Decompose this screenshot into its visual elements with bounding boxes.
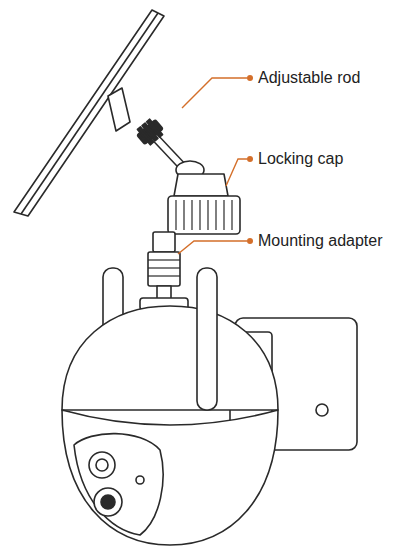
lens-panel [74,434,163,535]
part-label: Mounting adapter [258,231,383,251]
solar-panel [14,10,164,216]
leader-lines [178,78,247,254]
adapter-top [153,232,175,252]
camera-head [62,410,278,545]
adapter-thread [148,252,180,286]
adapter-thread-lines [148,260,180,276]
leader-dots [247,75,253,244]
part-label: Adjustable rod [258,68,360,88]
leader-dot [247,75,253,81]
leader-line [178,241,247,254]
leader-line [226,159,247,186]
lens [94,488,122,516]
cap-neck [174,174,228,196]
cap-ridges [176,200,232,230]
locking-cap [168,196,240,234]
lens-inner [101,495,115,509]
leader-dot [247,238,253,244]
rod-knob [134,117,165,148]
camera-dome [62,306,278,410]
panel-bracket [108,88,130,131]
sensor [136,476,144,484]
mount-screw [316,404,328,416]
leader-line [182,78,247,108]
light-inner [96,459,108,471]
light [89,452,115,478]
panel-edge [21,13,158,214]
part-label: Locking cap [258,149,343,169]
antenna [197,268,217,410]
leader-dot [247,156,253,162]
